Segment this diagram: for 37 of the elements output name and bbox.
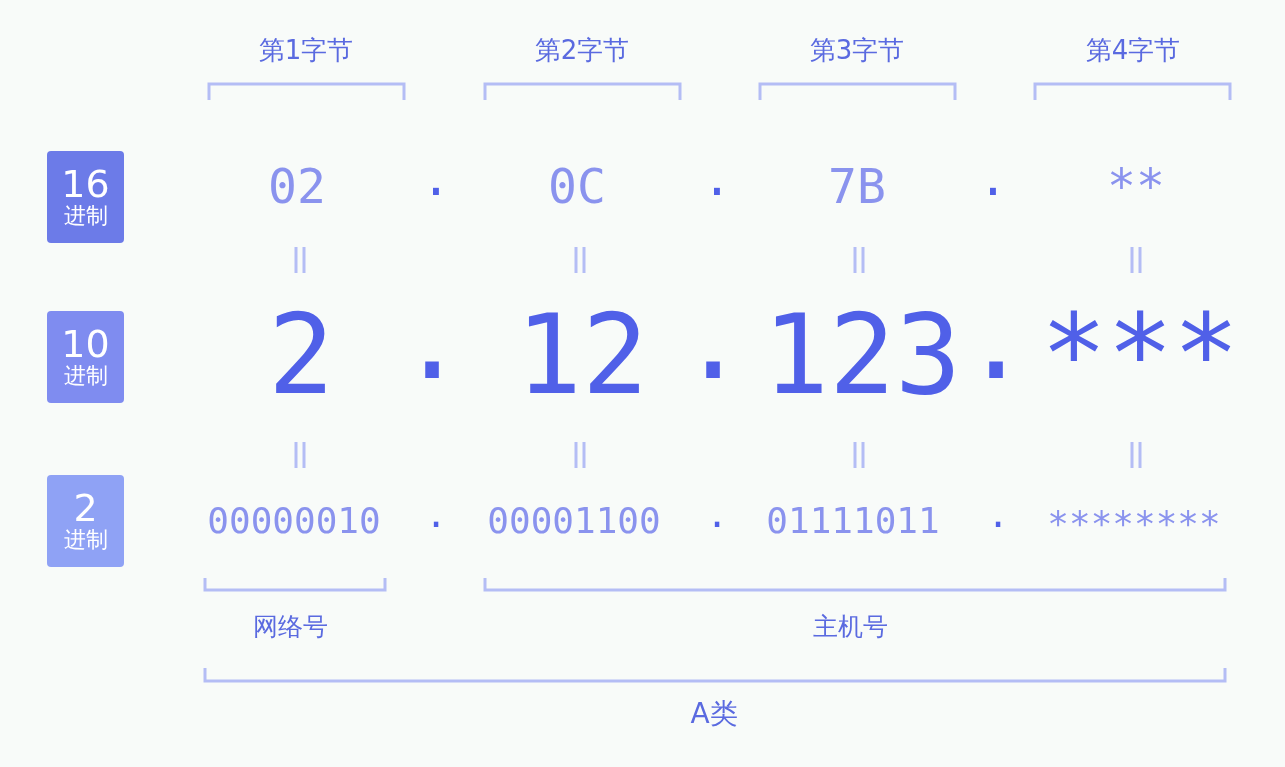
- binary-value: 01111011: [766, 503, 940, 539]
- base-unit: 进制: [62, 205, 109, 227]
- hex-value: 7B: [828, 162, 886, 210]
- binary-value: 00000010: [207, 503, 381, 539]
- hex-value: 0C: [548, 162, 606, 210]
- base-number: 16: [60, 165, 111, 203]
- decimal-value: 123: [762, 300, 962, 410]
- base-number: 2: [73, 489, 98, 527]
- separator-dot: .: [702, 154, 732, 202]
- address-class-label: A类: [690, 700, 738, 728]
- binary-value: 00001100: [487, 503, 661, 539]
- hex-value: **: [1107, 162, 1165, 210]
- separator-dot: .: [421, 154, 451, 202]
- address-part-label: 主机号: [812, 613, 888, 639]
- base-badge: [47, 151, 124, 243]
- separator-dot: .: [398, 285, 466, 395]
- base-badge: [47, 475, 124, 567]
- decimal-value: 2: [267, 300, 335, 410]
- byte-label: 第2字节: [534, 37, 630, 63]
- base-unit: 进制: [62, 365, 109, 387]
- byte-label: 第4字节: [1085, 37, 1181, 63]
- decimal-value: ***: [1040, 300, 1240, 410]
- base-badge: [47, 311, 124, 403]
- separator-dot: .: [425, 497, 447, 533]
- decimal-value: 12: [515, 300, 649, 410]
- base-unit: 进制: [62, 529, 109, 551]
- separator-dot: .: [706, 497, 728, 533]
- byte-label: 第1字节: [258, 37, 354, 63]
- separator-dot: .: [978, 154, 1008, 202]
- separator-dot: .: [987, 497, 1009, 533]
- base-number: 10: [60, 325, 111, 363]
- separator-dot: .: [962, 285, 1030, 395]
- byte-label: 第3字节: [809, 37, 905, 63]
- hex-value: 02: [268, 162, 326, 210]
- separator-dot: .: [679, 285, 747, 395]
- binary-value: ********: [1047, 506, 1221, 542]
- address-part-label: 网络号: [252, 613, 328, 639]
